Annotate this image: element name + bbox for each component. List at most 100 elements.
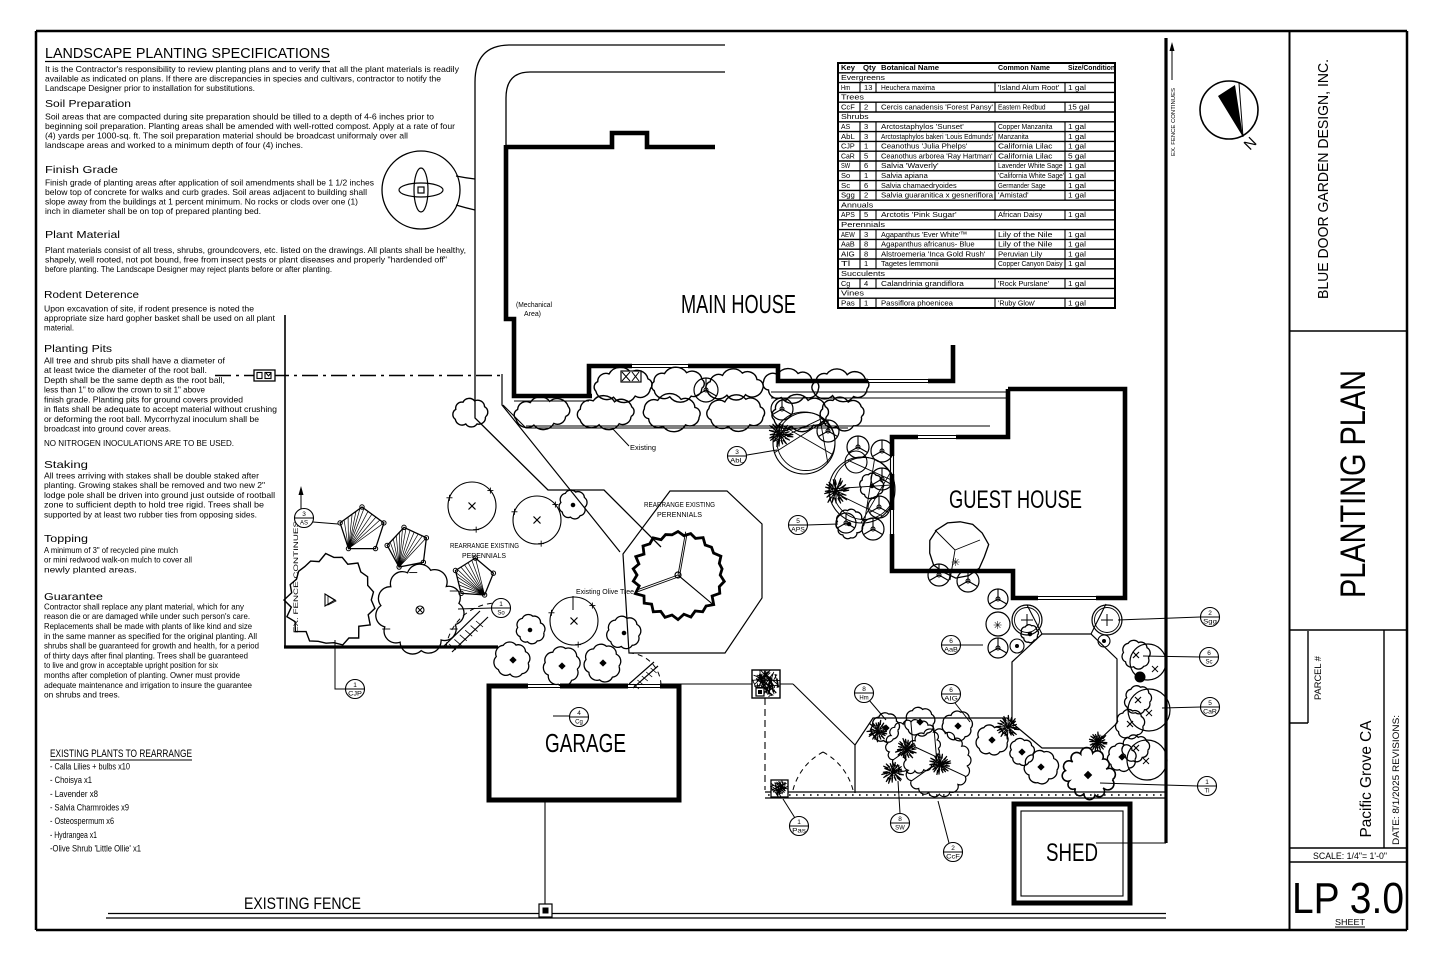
svg-text:REARRANGE EXISTING: REARRANGE EXISTING (644, 502, 715, 509)
svg-text:AIG: AIG (841, 249, 855, 258)
svg-text:Tl: Tl (841, 259, 851, 268)
svg-text:- Choisya x1: - Choisya x1 (50, 775, 92, 785)
svg-text:Calandrinia grandiflora: Calandrinia grandiflora (881, 279, 965, 288)
svg-text:months after completion of pla: months after completion of planting. Own… (44, 671, 240, 680)
svg-text:Heuchera maxima: Heuchera maxima (881, 83, 936, 92)
svg-text:Lily of the Nile: Lily of the Nile (998, 240, 1052, 249)
svg-text:Succulents: Succulents (841, 269, 885, 278)
svg-text:in the same manner as specifie: in the same manner as specified for the … (44, 632, 257, 641)
svg-text:Cercis canadensis 'Forest Pans: Cercis canadensis 'Forest Pansy' (881, 102, 994, 111)
svg-text:Replacements shall be made wit: Replacements shall be made with plants o… (44, 622, 252, 631)
svg-text:Tagetes lemmonii: Tagetes lemmonii (881, 259, 939, 268)
svg-text:15 gal: 15 gal (1068, 102, 1090, 111)
svg-text:SW: SW (895, 826, 905, 832)
svg-text:Sgg: Sgg (1203, 620, 1217, 626)
svg-text:Salvia chamaedryoides: Salvia chamaedryoides (881, 181, 957, 190)
svg-text:APS: APS (791, 528, 805, 534)
svg-text:Key: Key (841, 63, 856, 72)
svg-text:8: 8 (862, 686, 866, 693)
svg-text:EX. FENCE CONTINUES: EX. FENCE CONTINUES (1171, 87, 1177, 156)
svg-text:REARRANGE EXISTING: REARRANGE EXISTING (450, 543, 519, 550)
svg-text:1: 1 (864, 142, 868, 151)
svg-text:Vines: Vines (841, 289, 864, 298)
svg-text:Guarantee: Guarantee (44, 591, 103, 603)
svg-text:shrubs shall be guaranteed for: shrubs shall be guaranteed for growth an… (44, 642, 259, 651)
svg-text:It is the Contractor's respons: It is the Contractor's responsibility to… (45, 65, 460, 74)
svg-text:3: 3 (302, 511, 306, 518)
svg-text:Plant Material: Plant Material (45, 229, 120, 241)
svg-text:Trees: Trees (841, 93, 864, 102)
svg-text:Ceanothus 'Julia Phelps': Ceanothus 'Julia Phelps' (881, 142, 968, 151)
svg-text:Salvia guaranitica x gesnerifl: Salvia guaranitica x gesneriflora (881, 191, 994, 200)
svg-text:'Ruby Glow': 'Ruby Glow' (998, 298, 1036, 307)
svg-text:Hm: Hm (841, 83, 850, 92)
svg-text:below top of concrete for walk: below top of concrete for walks and curb… (45, 188, 367, 197)
svg-text:'Island Alum Root': 'Island Alum Root' (998, 83, 1060, 92)
svg-text:to live and grow in acceptable: to live and grow in acceptable upright p… (44, 661, 218, 670)
svg-text:3: 3 (735, 449, 739, 456)
svg-text:Planting Pits: Planting Pits (44, 343, 112, 355)
svg-text:So: So (841, 171, 850, 180)
svg-text:Pacific Grove CA: Pacific Grove CA (1358, 720, 1375, 837)
svg-text:All trees arriving with stakes: All trees arriving with stakes shall be … (44, 471, 259, 480)
svg-text:5: 5 (864, 151, 868, 160)
svg-text:1 gal: 1 gal (1068, 210, 1086, 219)
svg-text:material.: material. (44, 324, 74, 333)
svg-text:- Salvia Charmroides x9: - Salvia Charmroides x9 (50, 803, 129, 813)
svg-text:Pas: Pas (792, 829, 806, 835)
svg-text:PERENNIALS: PERENNIALS (462, 553, 506, 560)
svg-text:8: 8 (864, 240, 868, 249)
svg-text:So: So (497, 611, 505, 617)
svg-text:1: 1 (864, 259, 868, 268)
svg-text:Hm: Hm (859, 696, 868, 702)
svg-text:1 gal: 1 gal (1068, 240, 1086, 249)
svg-text:6: 6 (864, 181, 868, 190)
svg-text:6: 6 (864, 161, 868, 170)
svg-text:1 gal: 1 gal (1068, 181, 1086, 190)
svg-text:Sc: Sc (1205, 660, 1212, 666)
svg-text:Staking: Staking (44, 459, 88, 471)
svg-text:at least twice the diameter of: at least twice the diameter of the root … (44, 366, 207, 375)
svg-text:1 gal: 1 gal (1068, 298, 1086, 307)
svg-text:(4) yards per 1000-sq. ft. The: (4) yards per 1000-sq. ft. The soil prep… (45, 131, 408, 140)
svg-text:BLUE DOOR GARDEN DESIGN, INC.: BLUE DOOR GARDEN DESIGN, INC. (1316, 59, 1332, 299)
svg-text:1: 1 (797, 819, 801, 826)
svg-text:AbL: AbL (841, 132, 855, 141)
svg-text:1 gal: 1 gal (1068, 279, 1086, 288)
svg-text:3: 3 (864, 230, 868, 239)
svg-text:6: 6 (949, 638, 953, 645)
svg-text:Arctostaphylos 'Sunset': Arctostaphylos 'Sunset' (881, 122, 964, 131)
svg-text:newly planted areas.: newly planted areas. (44, 565, 137, 574)
svg-text:PARCEL #: PARCEL # (1313, 656, 1323, 700)
svg-text:- Osteospermum x6: - Osteospermum x6 (50, 816, 114, 826)
svg-text:Sgg: Sgg (841, 191, 855, 200)
svg-text:Existing: Existing (630, 443, 656, 452)
svg-text:1: 1 (864, 171, 868, 180)
svg-text:Peruvian Lily: Peruvian Lily (998, 249, 1042, 258)
svg-text:Agapanthus 'Ever White'™: Agapanthus 'Ever White'™ (881, 230, 967, 239)
svg-text:Upon excavation of site, if ro: Upon excavation of site, if rodent prese… (44, 305, 254, 314)
svg-text:1 gal: 1 gal (1068, 171, 1086, 180)
svg-text:slope away from the buildings: slope away from the buildings at 1 perce… (45, 197, 358, 206)
svg-text:2: 2 (1208, 610, 1212, 617)
svg-text:Common Name: Common Name (998, 63, 1050, 72)
svg-text:AIG: AIG (944, 697, 958, 703)
svg-text:Copper Canyon Daisy: Copper Canyon Daisy (998, 259, 1063, 268)
svg-text:8: 8 (864, 249, 868, 258)
svg-text:appropriate size hard gopher b: appropriate size hard gopher basket shal… (44, 314, 276, 323)
svg-text:Finish Grade: Finish Grade (45, 164, 118, 176)
svg-text:5: 5 (1208, 700, 1212, 707)
svg-text:2: 2 (864, 191, 868, 200)
svg-text:inch in diameter shall be on t: inch in diameter shall be on top of prep… (45, 207, 261, 216)
svg-text:Plant materials consist of all: Plant materials consist of all tress, sh… (45, 246, 466, 255)
svg-text:SW: SW (841, 161, 851, 170)
svg-text:1: 1 (864, 298, 868, 307)
svg-text:'Amistad': 'Amistad' (998, 191, 1029, 200)
svg-text:3: 3 (864, 132, 868, 141)
svg-text:Perennials: Perennials (841, 220, 885, 229)
svg-text:2: 2 (864, 102, 868, 111)
svg-text:LANDSCAPE PLANTING SPECIFICATI: LANDSCAPE PLANTING SPECIFICATIONS (45, 46, 330, 62)
svg-text:1 gal: 1 gal (1068, 142, 1086, 151)
svg-text:Tl: Tl (1205, 789, 1210, 795)
svg-text:Cg: Cg (841, 279, 850, 288)
